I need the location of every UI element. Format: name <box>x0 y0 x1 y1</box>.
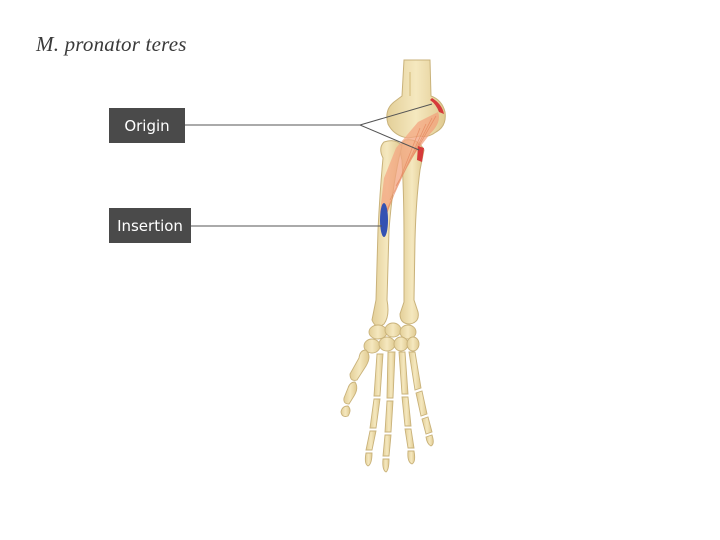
origin-leader-lines <box>185 103 433 151</box>
origin-label: Origin <box>109 108 185 143</box>
middle-finger-bones <box>382 351 396 473</box>
pronator-teres-muscle <box>380 112 439 226</box>
insertion-marker <box>380 203 388 237</box>
ring-finger-bones <box>398 351 416 465</box>
index-finger-bones <box>364 353 384 467</box>
insertion-label: Insertion <box>109 208 191 243</box>
little-finger-bones <box>408 351 434 447</box>
origin-marker-ulnar <box>417 146 424 162</box>
thumb-bones <box>340 349 370 417</box>
slide-title: M. pronator teres <box>36 32 187 56</box>
origin-marker-humeral <box>430 98 444 114</box>
carpal-bones <box>363 322 420 354</box>
